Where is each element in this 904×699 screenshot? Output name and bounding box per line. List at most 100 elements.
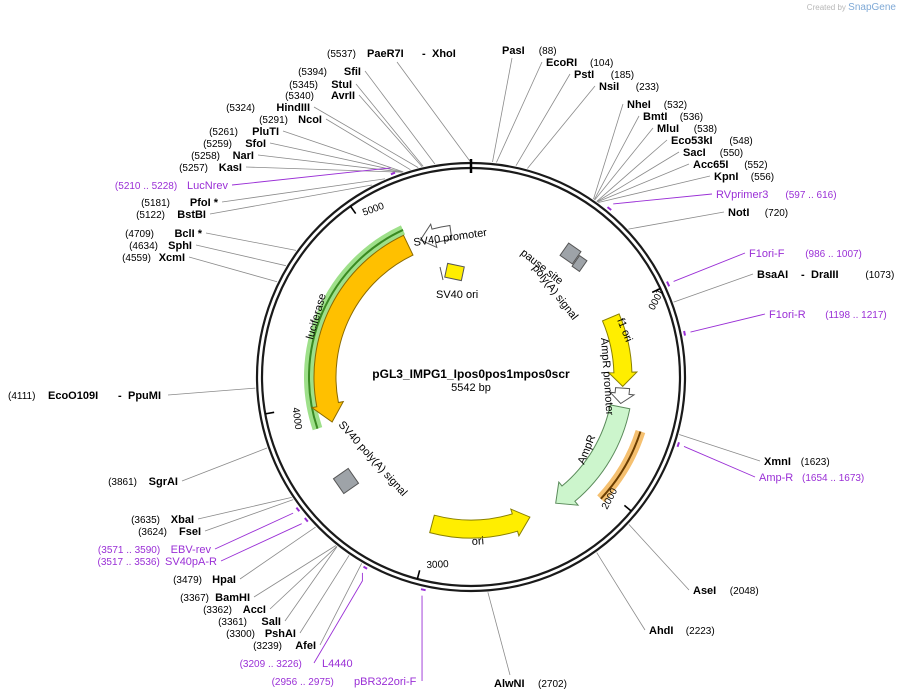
leader-bmti: [593, 115, 640, 200]
sv40-polya-signal-feature[interactable]: [332, 467, 360, 495]
site-name: NsiI: [599, 81, 619, 93]
polya-signal-feature[interactable]: [571, 254, 588, 273]
site-mlui[interactable]: MluI(538): [657, 123, 717, 135]
leader-eco53ki: [596, 139, 668, 202]
primer-pbr322ori-f[interactable]: (2956 .. 2975)pBR322ori-F: [272, 676, 417, 688]
ori-feature[interactable]: [429, 508, 531, 539]
sv40-ori-feature[interactable]: [444, 262, 465, 282]
ampr-promoter-feature[interactable]: [608, 387, 636, 405]
site-pasi[interactable]: PasI(88): [502, 45, 557, 57]
site-sali[interactable]: SalI(3361): [218, 616, 281, 628]
site-ncoi[interactable]: NcoI(5291): [259, 114, 322, 126]
site-alwni[interactable]: AlwNI(2702): [494, 678, 567, 690]
site-asei[interactable]: AseI(2048): [693, 585, 759, 597]
primer-rvprimer3[interactable]: RVprimer3(597 .. 616): [716, 189, 837, 201]
site-name: XmnI: [764, 456, 791, 468]
map-center: pGL3_IMPG1_Ipos0pos1mpos0scr 5542 bp: [372, 367, 570, 394]
site-xcmi[interactable]: XcmI(4559): [122, 252, 185, 264]
site-sfii[interactable]: SfiI(5394): [298, 66, 361, 78]
site-avrii[interactable]: AvrII(5340): [285, 90, 355, 102]
site-acci[interactable]: AccI(3362): [203, 604, 266, 616]
site-position: (3635): [131, 515, 160, 526]
site-saci[interactable]: SacI(550): [683, 147, 743, 159]
site-bcli[interactable]: BclI *(4709): [125, 228, 203, 240]
site-ecori[interactable]: EcoRI(104): [546, 57, 613, 69]
site-sfoi[interactable]: SfoI(5259): [203, 138, 266, 150]
primer-mark-f1ori-r[interactable]: [683, 330, 686, 336]
primer-range: (1654 .. 1673): [802, 473, 864, 484]
site-position: (5537): [327, 49, 356, 60]
primer-mark-amp-r[interactable]: [676, 441, 680, 448]
site-noti[interactable]: NotI(720): [728, 207, 788, 219]
site-acc65i[interactable]: Acc65I(552): [693, 159, 768, 171]
leader-kpni: [598, 175, 711, 203]
f1-ori-feature[interactable]: [601, 313, 639, 388]
site-kasi[interactable]: KasI(5257): [179, 162, 242, 174]
tick-mark-5000: [349, 205, 357, 215]
site-bmti[interactable]: BmtI(536): [643, 111, 703, 123]
pause-site-feature[interactable]: [559, 242, 582, 265]
primer-sv40pa-r[interactable]: SV40pA-R(3517 .. 3536): [98, 556, 218, 568]
leader-hindiii: [313, 106, 419, 168]
site-sphi[interactable]: SphI(4634): [129, 240, 192, 252]
site-name-dash: -: [801, 269, 805, 281]
site-position: (5257): [179, 163, 208, 174]
luciferase-feature[interactable]: [310, 234, 414, 423]
site-name: StuI: [331, 79, 352, 91]
site-name: PshAI: [265, 628, 296, 640]
leader-bstbi: [209, 184, 373, 215]
site-hpai[interactable]: HpaI(3479): [173, 574, 236, 586]
site-name: AccI: [243, 604, 266, 616]
ampr-feature[interactable]: [555, 404, 631, 506]
sv40-promoter-feature[interactable]: [419, 222, 453, 249]
site-position: (4559): [122, 253, 151, 264]
primer-f1ori-f[interactable]: F1ori-F(986 .. 1007): [749, 248, 862, 260]
leader-fsei: [204, 499, 294, 532]
leader-hpai: [239, 526, 316, 580]
primer-mark-lucnrev[interactable]: [390, 171, 396, 176]
primer-mark-l4440[interactable]: [362, 565, 368, 570]
site-position: (556): [751, 172, 774, 183]
site-psti[interactable]: PstI(185): [574, 69, 634, 81]
site-stui[interactable]: StuI(5345): [289, 79, 352, 91]
site-ahdi[interactable]: AhdI(2223): [649, 625, 715, 637]
site-paer7i[interactable]: (5537)PaeR7I-XhoI: [327, 48, 456, 60]
site-kpni[interactable]: KpnI (556): [714, 171, 774, 183]
site-afei[interactable]: AfeI(3239): [253, 640, 316, 652]
site-pfoi[interactable]: PfoI *(5181): [141, 197, 219, 209]
primer-f1ori-r[interactable]: F1ori-R(1198 .. 1217): [769, 309, 887, 321]
primer-l4440[interactable]: (3209 .. 3226)L4440: [240, 658, 353, 670]
primer-mark-rvprimer3[interactable]: [606, 206, 612, 211]
site-name: NarI: [233, 150, 254, 162]
site-nsii[interactable]: NsiI(233): [599, 81, 659, 93]
site-name: Acc65I: [693, 159, 728, 171]
site-ecoo109i[interactable]: (4111)EcoO109I-PpuMI: [8, 390, 161, 402]
primer-mark-f1ori-f[interactable]: [666, 281, 671, 287]
site-bsaai[interactable]: BsaAI-DraIII(1073): [757, 269, 894, 281]
site-name: KpnI: [714, 171, 738, 183]
site-nari[interactable]: NarI(5258): [191, 150, 254, 162]
primer-name: L4440: [322, 658, 353, 670]
site-hindiii[interactable]: HindIII(5324): [226, 102, 310, 114]
primer-mark-pbr322ori-f[interactable]: [420, 588, 426, 592]
site-bstbi[interactable]: BstBI(5122): [136, 209, 206, 221]
site-eco53ki[interactable]: Eco53kI(548): [671, 135, 753, 147]
primer-lucnrev[interactable]: LucNrev(5210 .. 5228): [115, 180, 229, 192]
primer-mark-sv40pa-r[interactable]: [304, 517, 309, 523]
site-name: BsaAI: [757, 269, 788, 281]
leader-stui: [355, 83, 424, 167]
primer-amp-r[interactable]: Amp-R(1654 .. 1673): [759, 472, 864, 484]
primer-mark-ebv-rev[interactable]: [295, 506, 301, 512]
site-bamhi[interactable]: BamHI(3367): [180, 592, 250, 604]
site-xbai[interactable]: XbaI(3635): [131, 514, 194, 526]
leader-ncoi: [325, 118, 411, 171]
site-name: BmtI: [643, 111, 667, 123]
snapgene-logo[interactable]: SnapGene: [848, 2, 896, 13]
primer-ebv-rev[interactable]: EBV-rev(3571 .. 3590): [98, 544, 212, 556]
site-sgrai[interactable]: SgrAI(3861): [108, 476, 178, 488]
site-xmni[interactable]: XmnI(1623): [764, 456, 830, 468]
site-pshai[interactable]: PshAI(3300): [226, 628, 296, 640]
site-pluti[interactable]: PluTI(5261): [209, 126, 279, 138]
site-nhei[interactable]: NheI(532): [627, 99, 687, 111]
site-fsei[interactable]: FseI(3624): [138, 526, 201, 538]
